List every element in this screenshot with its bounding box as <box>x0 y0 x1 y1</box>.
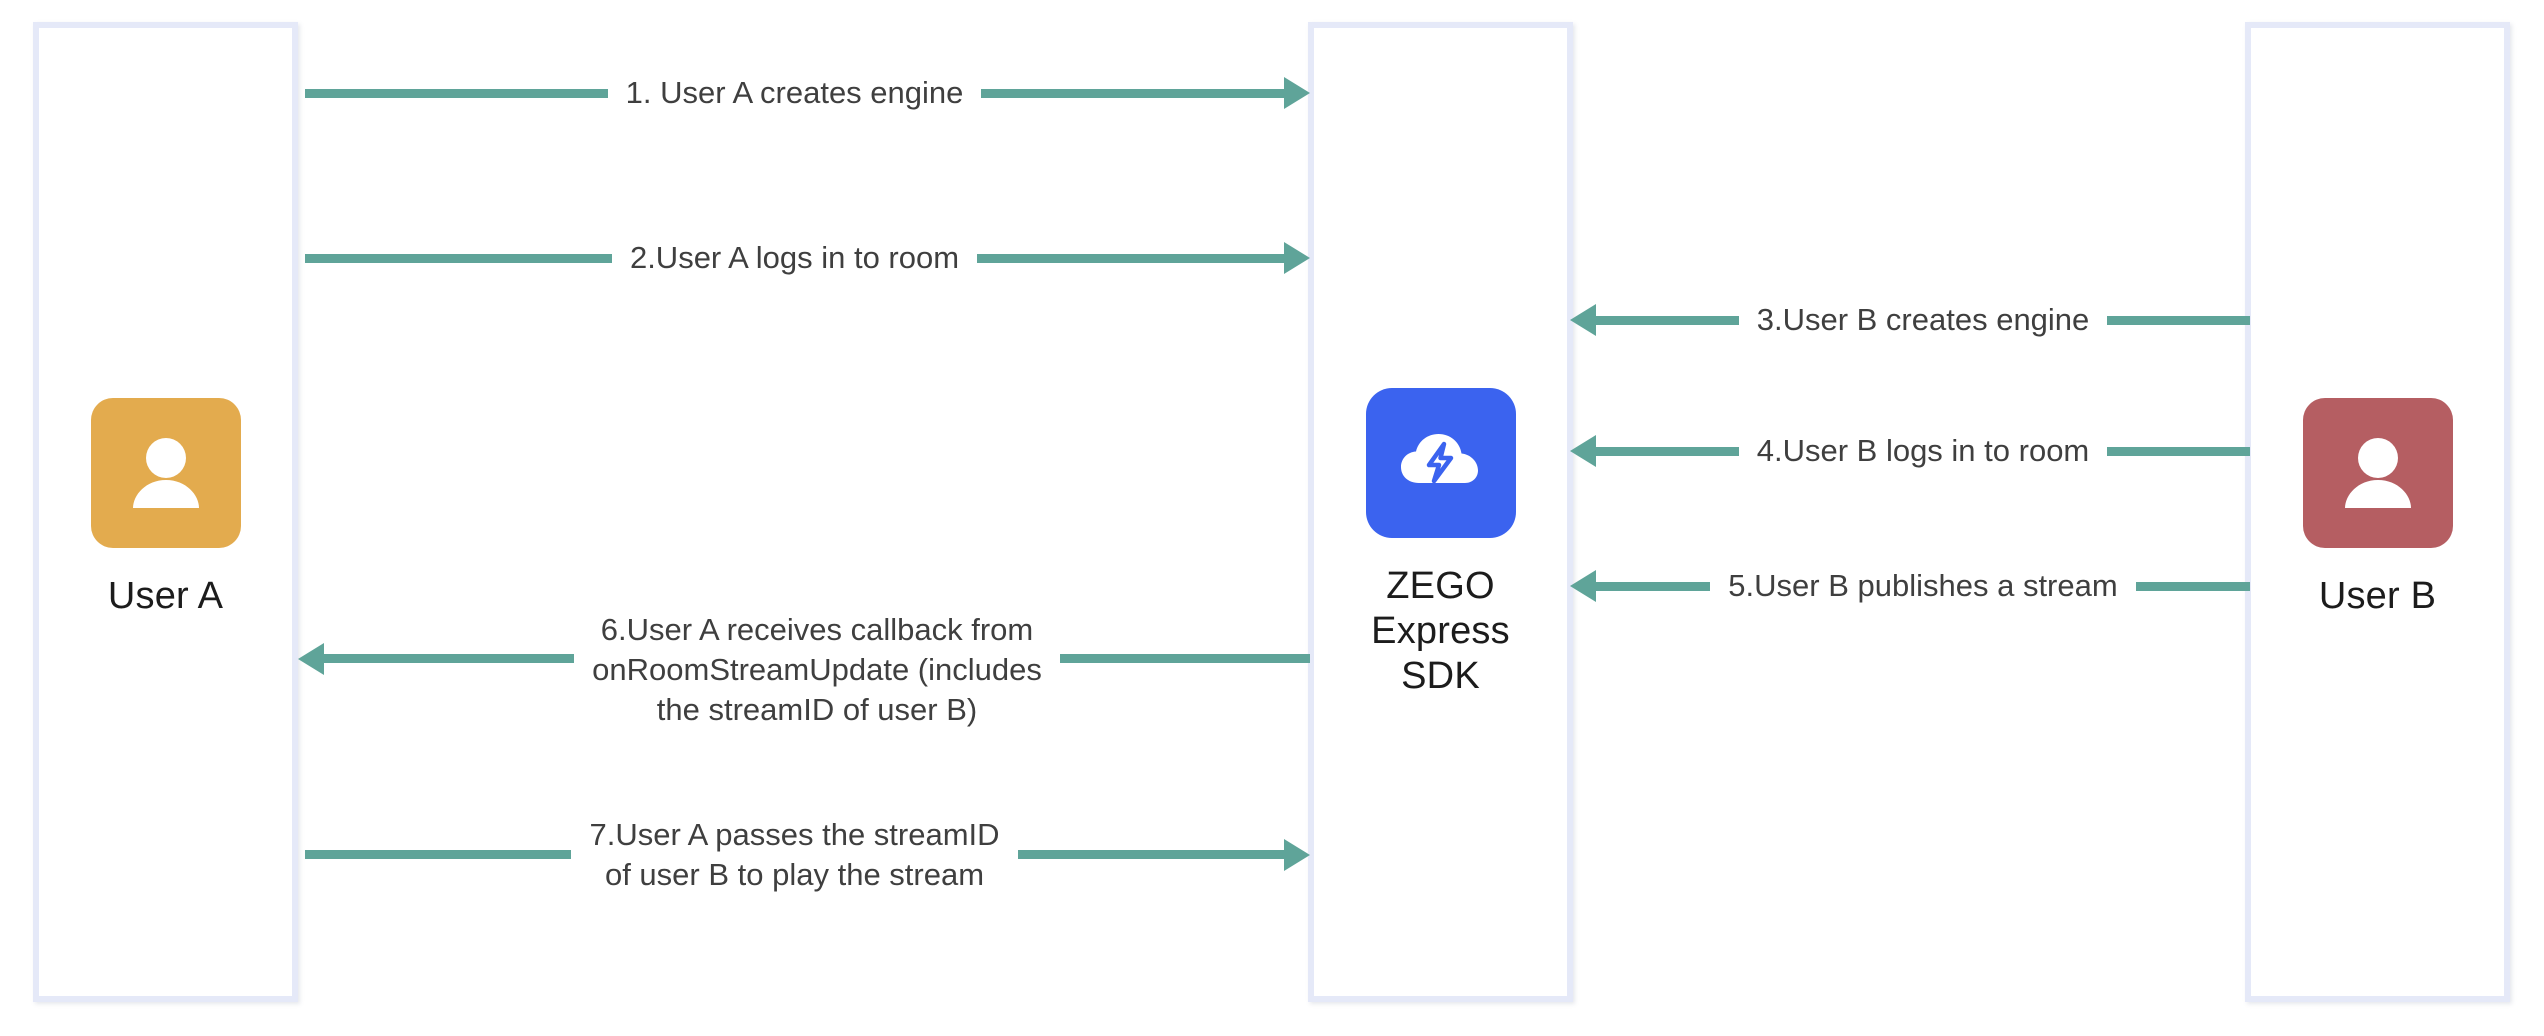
actor-label: User B <box>2318 575 2437 617</box>
arrow-head-right-icon <box>1284 839 1311 871</box>
message-1[interactable]: 1. User A creates engine <box>305 74 1311 111</box>
message-label: 1. User A creates engine <box>625 74 964 110</box>
message-label: 5.User B publishes a stream <box>1728 567 2118 603</box>
message-line <box>305 88 608 98</box>
actor-label: User A <box>107 575 224 617</box>
person-icon <box>118 425 214 521</box>
message-3[interactable]: 3.User B creates engine <box>1570 301 2251 338</box>
message-2[interactable]: 2.User A logs in to room <box>305 239 1311 276</box>
message-line <box>2107 315 2251 325</box>
message-5[interactable]: 5.User B publishes a stream <box>1570 568 2250 604</box>
actor-user-a: User A <box>39 398 292 619</box>
message-line <box>2107 446 2250 456</box>
person-icon <box>2330 425 2426 521</box>
message-line <box>977 253 1285 263</box>
message-7[interactable]: 7.User A passes the streamID of user B t… <box>305 800 1311 910</box>
lifeline-user-a: User A <box>33 22 298 1002</box>
actor-label: ZEGO Express SDK <box>1371 565 1510 697</box>
message-line <box>305 850 572 859</box>
message-label: 7.User A passes the streamID of user B t… <box>589 816 1000 892</box>
message-line <box>2135 581 2250 591</box>
avatar <box>90 398 241 548</box>
message-line <box>1059 654 1311 663</box>
message-6[interactable]: 6.User A receives callback from onRoomSt… <box>298 600 1311 740</box>
message-line <box>1596 446 1739 456</box>
arrow-head-right-icon <box>1284 242 1311 274</box>
message-line <box>305 253 612 263</box>
message-label: 3.User B creates engine <box>1756 301 2090 337</box>
arrow-head-left-icon <box>1570 435 1596 467</box>
message-label: 2.User A logs in to room <box>629 239 960 275</box>
actor-zego-sdk: ZEGO Express SDK <box>1314 388 1567 698</box>
arrow-head-left-icon <box>298 643 324 675</box>
actor-user-b: User B <box>2251 398 2504 619</box>
message-label: 6.User A receives callback from onRoomSt… <box>592 611 1042 728</box>
message-4[interactable]: 4.User B logs in to room <box>1570 433 2250 469</box>
message-line <box>1017 850 1285 859</box>
message-line <box>1596 581 1711 591</box>
lifeline-user-b: User B <box>2245 22 2510 1002</box>
arrow-head-left-icon <box>1570 304 1596 336</box>
lifeline-zego-sdk: ZEGO Express SDK <box>1308 22 1573 1002</box>
arrow-head-left-icon <box>1570 570 1596 602</box>
arrow-head-right-icon <box>1284 77 1311 109</box>
avatar <box>2302 398 2453 548</box>
zego-cloud-bolt-icon <box>1389 409 1493 518</box>
message-line <box>1596 315 1739 325</box>
zego-logo-tile <box>1365 388 1516 538</box>
message-line <box>981 88 1285 98</box>
message-line <box>324 654 575 663</box>
message-label: 4.User B logs in to room <box>1756 432 2090 468</box>
